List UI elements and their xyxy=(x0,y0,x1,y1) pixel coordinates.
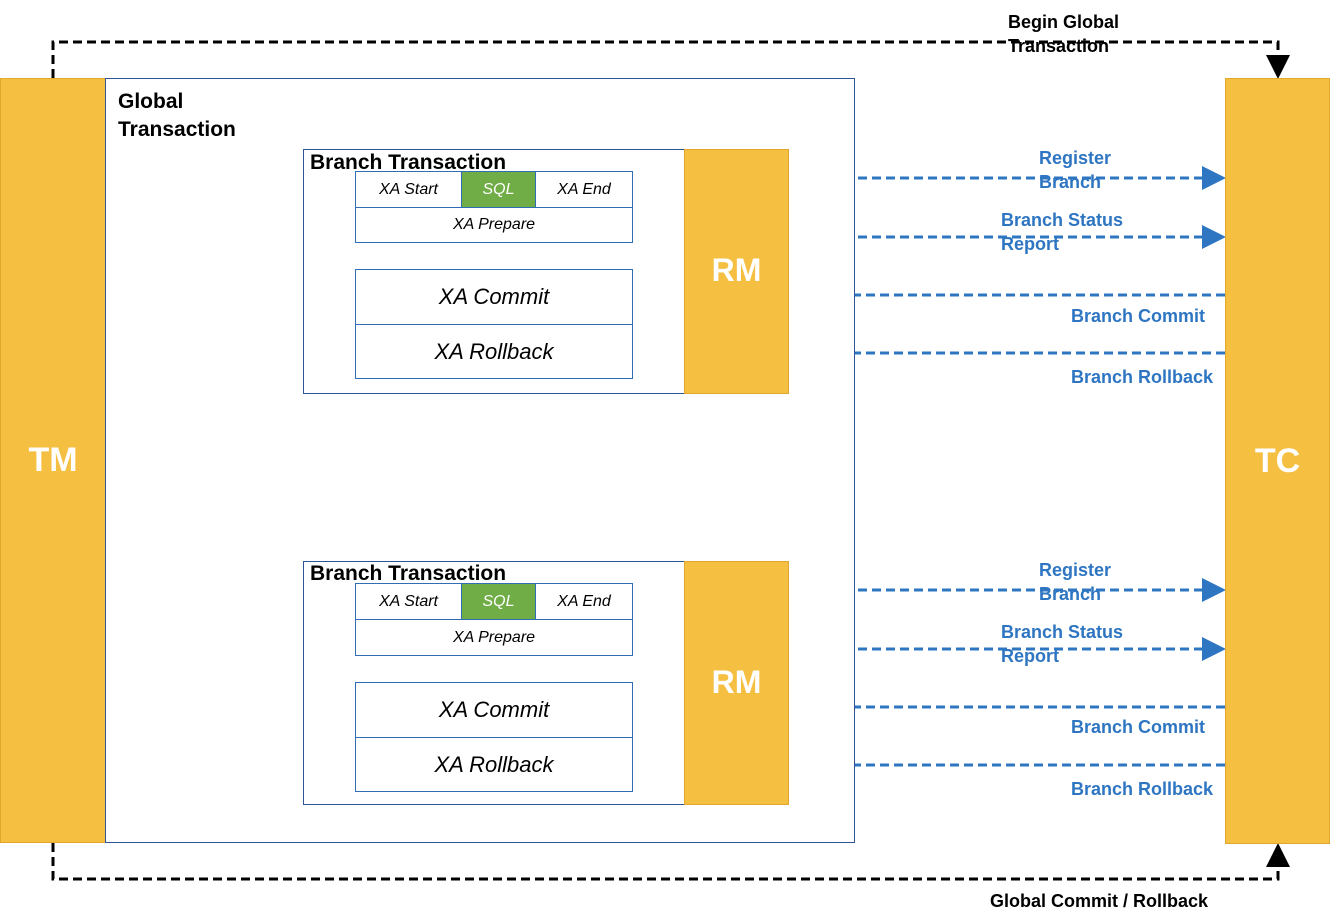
register-branch-label: Register Branch xyxy=(1039,560,1112,604)
tc-label: TC xyxy=(1254,441,1301,480)
xa-end-cell: XA End xyxy=(535,171,633,208)
rm-label: RM xyxy=(711,252,762,288)
rm-label: RM xyxy=(711,663,762,700)
xa-start-cell: XA Start xyxy=(355,171,462,208)
global-commit-arrow xyxy=(51,843,1290,881)
xa-start-cell: XA Start xyxy=(355,583,462,620)
global-transaction-title: Global Transaction xyxy=(118,90,236,141)
tc-bar: TC xyxy=(1225,78,1330,844)
branch-transaction-title: Branch Transaction xyxy=(310,151,507,174)
xa-prepare-cell: XA Prepare xyxy=(355,619,633,656)
register-branch-label: Register Branch xyxy=(1039,148,1112,192)
tm-label: TM xyxy=(28,441,78,479)
sql-cell: SQL xyxy=(461,583,536,620)
tm-bar: TM xyxy=(0,78,106,843)
branch-commit-label: Branch Commit xyxy=(1071,717,1206,737)
rm-bar: RM xyxy=(684,561,789,805)
branch-rollback-label: Branch Rollback xyxy=(1071,367,1214,387)
begin-global-arrow xyxy=(51,40,1290,79)
begin-global-transaction-label: Begin Global Transaction xyxy=(1008,12,1120,56)
xa-rollback-cell: XA Rollback xyxy=(355,324,633,379)
branch-commit-label: Branch Commit xyxy=(1071,306,1206,326)
branch-status-label: Branch Status Report xyxy=(1001,210,1124,254)
xa-commit-cell: XA Commit xyxy=(355,682,633,738)
xa-rollback-cell: XA Rollback xyxy=(355,737,633,792)
xa-commit-cell: XA Commit xyxy=(355,269,633,325)
rm-bar: RM xyxy=(684,149,789,394)
xa-prepare-cell: XA Prepare xyxy=(355,207,633,243)
global-commit-rollback-label: Global Commit / Rollback xyxy=(990,891,1209,911)
branch-rollback-label: Branch Rollback xyxy=(1071,779,1214,799)
branch-status-label: Branch Status Report xyxy=(1001,622,1124,666)
branch-transaction-title: Branch Transaction xyxy=(310,562,507,585)
sql-cell: SQL xyxy=(461,171,536,208)
xa-end-cell: XA End xyxy=(535,583,633,620)
